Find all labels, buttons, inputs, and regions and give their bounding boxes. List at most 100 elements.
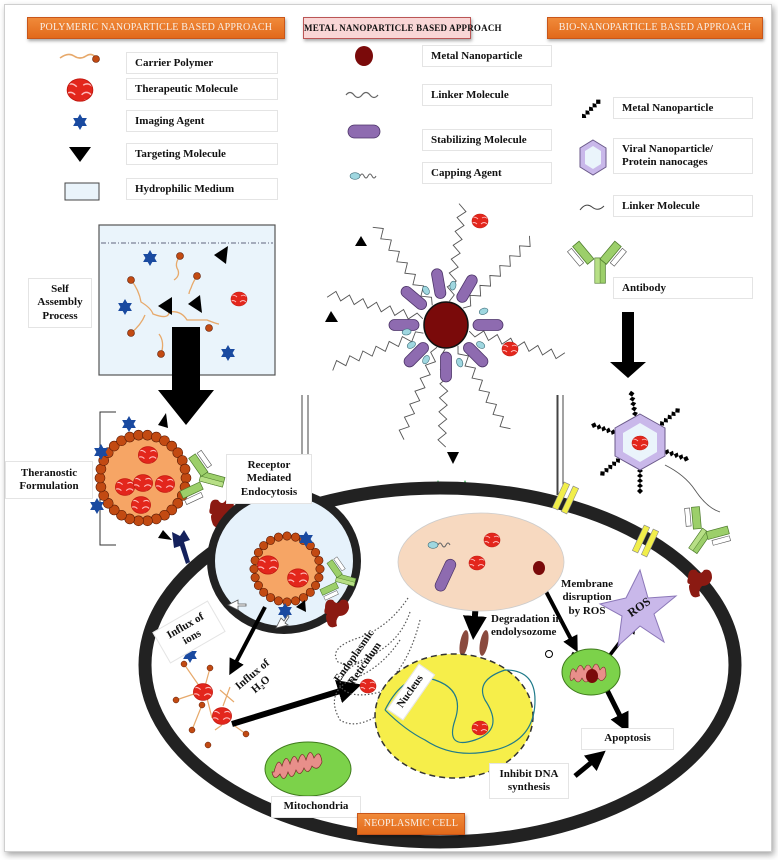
polymer-bead: [159, 435, 170, 447]
stabilizing-molecule: [430, 267, 448, 300]
polymer-bead: [298, 593, 308, 603]
metal-nanoparticle-assembly: [325, 203, 566, 448]
text: Theranostic: [20, 466, 78, 479]
polymer-bead: [291, 532, 301, 542]
polymer-beads: [127, 252, 213, 358]
linker-molecule: [462, 235, 531, 309]
legend-linker-molecule: Linker Molecule: [422, 84, 552, 106]
targeting-molecule-icon: [69, 147, 91, 162]
polymer-bead: [116, 509, 127, 521]
polymer-bead: [253, 580, 263, 590]
legend-carrier-polymer: Carrier Polymer: [126, 52, 278, 74]
polymer-bead: [166, 440, 178, 452]
capping-agent-icon: [349, 172, 377, 180]
viral-nanoparticle-icon: [579, 139, 607, 176]
mitochondria-target: [545, 648, 621, 696]
metal-spike: [637, 468, 643, 494]
label-receptor-endocytosis: Receptor Mediated Endocytosis: [226, 454, 312, 504]
text: disruption: [562, 591, 612, 604]
polymer-bead: [291, 596, 301, 606]
legend-therapeutic-molecule: Therapeutic Molecule: [126, 78, 278, 100]
polymer-bead: [142, 429, 153, 441]
receptor-yellow: [551, 481, 660, 558]
label-neoplasmic-cell: NEOPLASMIC CELL: [357, 813, 465, 835]
polymer-bead: [179, 463, 191, 475]
polymer-bead: [124, 431, 136, 443]
capping-agent: [420, 284, 432, 297]
linker-molecule-icon: [345, 91, 379, 99]
label-theranostic: Theranostic Formulation: [5, 461, 93, 499]
influx-arrow: [227, 599, 247, 611]
spiked-metal-nanoparticle-icon: [579, 97, 603, 121]
linker-molecule: [372, 226, 433, 306]
polymer-bead: [314, 573, 324, 583]
therapeutic-molecule: [212, 707, 232, 725]
text: endolysozome: [491, 626, 557, 638]
targeting-molecule: [188, 295, 202, 313]
text: Endocytosis: [240, 485, 298, 498]
receptor-blue: [172, 530, 190, 564]
polymer-bead: [305, 587, 315, 597]
polymer-bead: [315, 564, 325, 574]
therapeutic-molecule-icon: [66, 78, 94, 102]
endolysosome: [397, 512, 565, 612]
label-degradation: Degradation in endolysozome: [487, 610, 575, 642]
polymer-beads: [172, 660, 250, 749]
polymer-bead: [265, 593, 275, 603]
text: Receptor: [247, 459, 291, 472]
polymer-bead: [273, 596, 283, 606]
header-metal-approach: METAL NANOPARTICLE BASED APPROACH: [303, 17, 502, 39]
text: Membrane: [561, 578, 613, 591]
polymer-bead: [314, 555, 324, 565]
legend-targeting-molecule: Targeting Molecule: [126, 143, 278, 165]
polymer-bead: [259, 587, 269, 597]
legend-capping-agent: Capping Agent: [422, 162, 552, 184]
label-apoptosis: Apoptosis: [581, 728, 674, 750]
legend-antibody: Antibody: [613, 277, 753, 299]
targeting-molecule: [158, 297, 172, 315]
polymer-bead: [273, 532, 283, 542]
polymer-bead: [265, 535, 275, 545]
therapeutic-molecule: [193, 683, 213, 701]
text: by ROS: [568, 604, 606, 617]
text: Assembly: [37, 296, 83, 309]
polymer-bead: [94, 472, 106, 484]
capping-agent: [478, 306, 490, 316]
legend-bio-metal-nanoparticle: Metal Nanoparticle: [613, 97, 753, 119]
carrier-polymer-icon: [59, 53, 100, 63]
polymer-bead: [311, 547, 321, 557]
legend-stabilizing-molecule: Stabilizing Molecule: [422, 129, 552, 151]
header-bio-approach: BIO-NANOPARTICLE BASED APPROACH: [547, 17, 763, 39]
viral-nanoparticle: [590, 390, 721, 513]
polymer-bead: [282, 531, 292, 541]
text: Degradation in: [491, 612, 562, 625]
polymer-bead: [150, 513, 162, 525]
label-mitochondria: Mitochondria: [271, 796, 361, 818]
metal-spike: [598, 456, 623, 478]
assembly-arrow: [158, 327, 214, 425]
polymer-bead: [133, 515, 144, 527]
hydrophilic-medium-icon: [64, 182, 100, 201]
endosome-vesicle: [207, 488, 361, 634]
text: Process: [42, 309, 78, 322]
therapeutic-molecule: [230, 291, 248, 307]
label-membrane-disruption: Membrane disruption by ROS: [556, 574, 618, 622]
pathway-lines: [301, 395, 564, 495]
legend-hydrophilic-medium: Hydrophilic Medium: [126, 178, 278, 200]
polymer-bead: [259, 541, 269, 551]
stabilizing-molecule: [472, 319, 504, 331]
targeting-molecule: [447, 452, 459, 464]
text: Inhibit DNA: [499, 767, 559, 780]
polymer-bead: [108, 440, 120, 452]
text: synthesis: [507, 781, 551, 793]
stabilizing-molecule: [454, 272, 480, 305]
polymer-bead: [95, 481, 107, 493]
label-self-assembly: Self Assembly Process: [28, 278, 92, 328]
polymer-bead: [172, 497, 184, 509]
ros-star: [598, 568, 678, 648]
metal-spike: [663, 448, 690, 463]
metal-spike: [628, 390, 639, 417]
metal-spike: [590, 421, 617, 436]
linker-molecule: [457, 345, 511, 430]
